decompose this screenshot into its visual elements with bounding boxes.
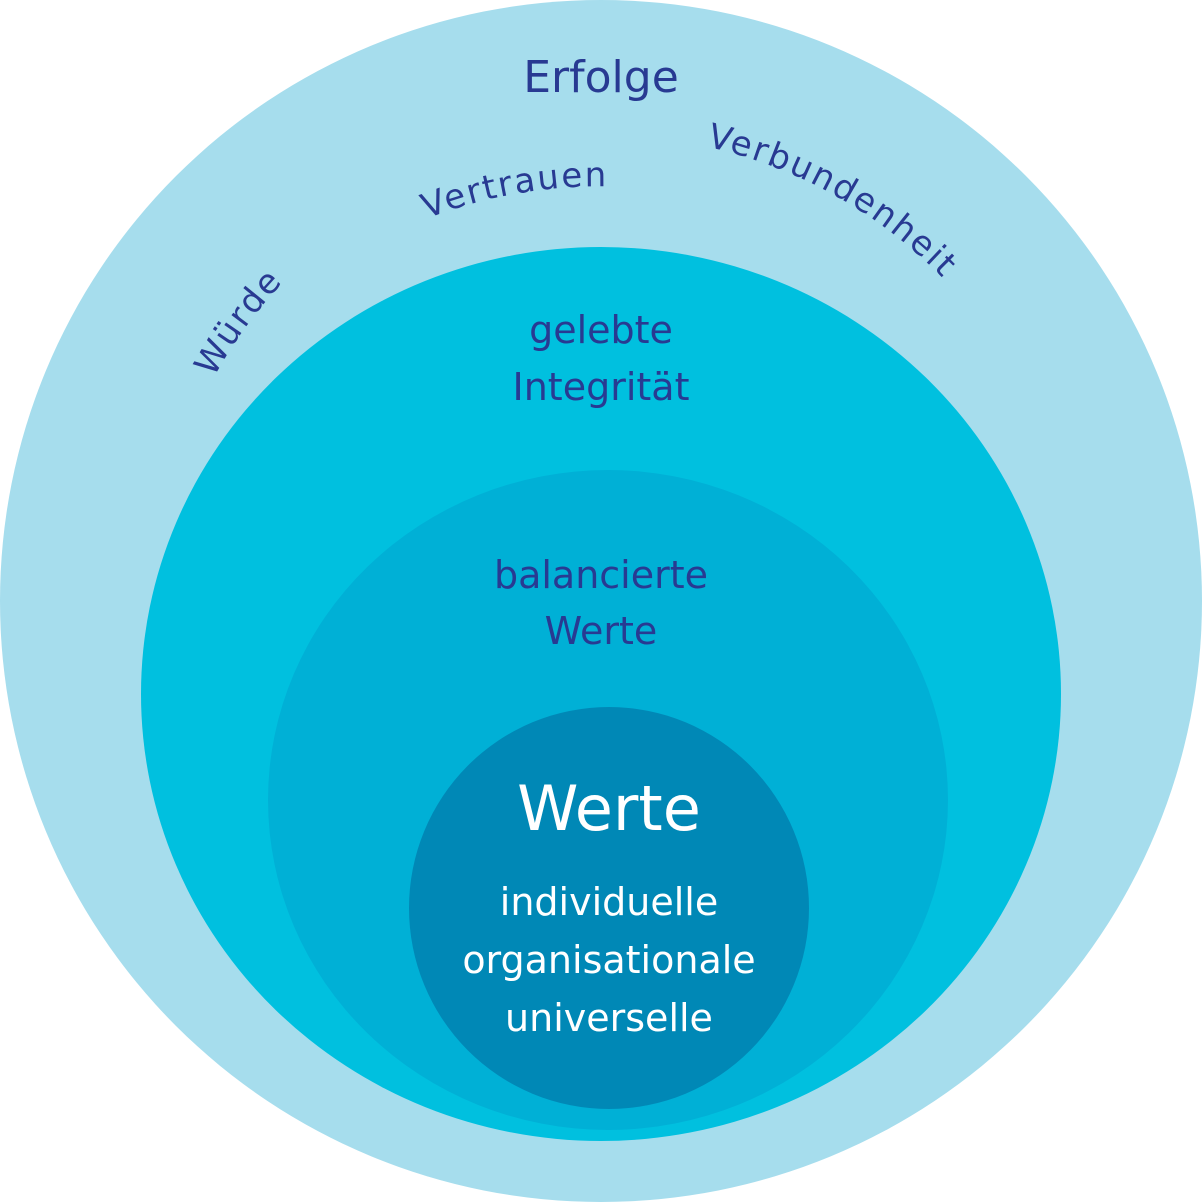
third-ring-line2: Werte [545,609,658,653]
core-item-universelle: universelle [505,996,713,1040]
core-item-individuelle: individuelle [500,880,718,924]
outer-ring-title: Erfolge [523,52,679,103]
second-ring-line1: gelebte [529,308,673,352]
core-item-organisationale: organisationale [462,938,755,982]
second-ring-line2: Integrität [513,365,690,409]
core-circle [409,707,809,1109]
third-ring-line1: balancierte [494,553,708,597]
core-title: Werte [517,772,701,845]
